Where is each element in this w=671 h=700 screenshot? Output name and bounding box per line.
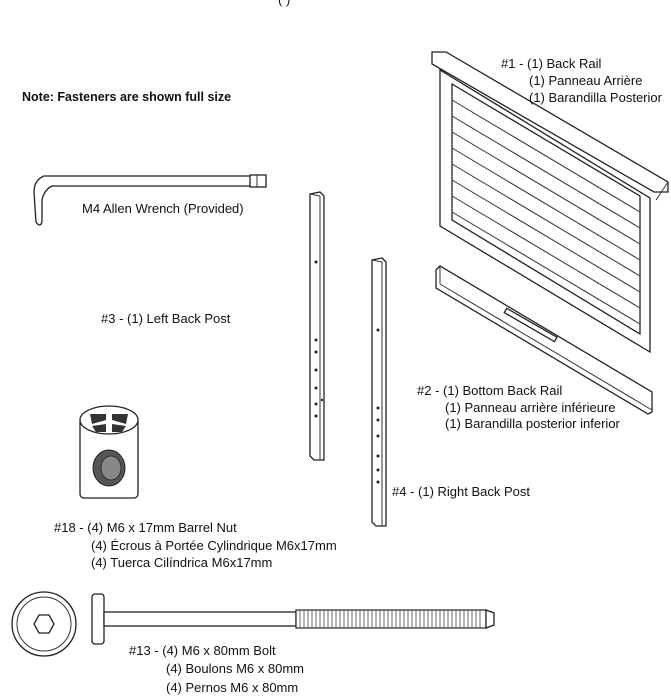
barrel-nut-label-en: #18 - (4) M6 x 17mm Barrel Nut [54,520,237,535]
bolt-label-fr: (4) Boulons M6 x 80mm [166,661,304,676]
bottom-back-rail-label-fr: (1) Panneau arrière inférieure [445,400,616,415]
back-rail-label-en: #1 - (1) Back Rail [501,56,602,71]
barrel-nut-label-fr: (4) Écrous à Portée Cylindrique M6x17mm [91,538,337,553]
barrel-nut-drawing [79,405,139,499]
barrel-nut-label-es: (4) Tuerca Cilíndrica M6x17mm [91,555,273,570]
back-rail-label-fr: (1) Panneau Arrière [529,73,643,88]
right-back-post-label: #4 - (1) Right Back Post [392,484,530,499]
back-rail-label-es: (1) Barandilla Posterior [529,90,662,105]
bolt-label-en: #13 - (4) M6 x 80mm Bolt [129,643,276,658]
bottom-back-rail-label-en: #2 - (1) Bottom Back Rail [417,383,563,398]
left-back-post-label: #3 - (1) Left Back Post [101,311,231,326]
bottom-back-rail-drawing [435,265,653,415]
bolt-head-top-view-drawing [11,591,77,657]
bolt-drawing [91,593,495,645]
left-back-post-drawing [309,191,325,461]
allen-wrench-drawing [33,174,267,226]
right-back-post-drawing [371,257,387,527]
bottom-back-rail-label-es: (1) Barandilla posterior inferior [445,416,620,431]
allen-wrench-label: M4 Allen Wrench (Provided) [82,201,244,216]
bolt-label-es: (4) Pernos M6 x 80mm [166,680,299,695]
back-rail-drawing [431,51,669,354]
header-fragment: ( ) [278,0,290,8]
fastener-note: Note: Fasteners are shown full size [22,90,232,104]
